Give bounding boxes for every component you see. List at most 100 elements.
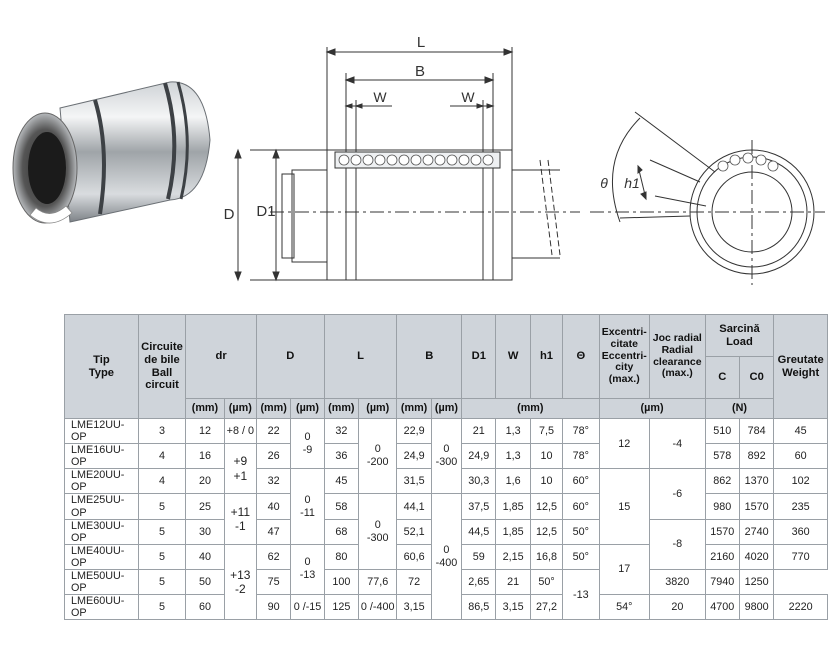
- cell-weight: 45: [773, 417, 828, 445]
- header-d1: D1: [461, 314, 497, 399]
- cell-type: LME12UU-OP: [64, 417, 139, 445]
- table-row: LME60UU-OP 5 60 90 0 /-15 125 0 /-400 3,…: [64, 594, 828, 621]
- cell-b-tol: 0 -400: [430, 493, 463, 621]
- cell-ball-circuit: 4: [137, 443, 187, 470]
- cell-load-c: 1570: [704, 518, 740, 545]
- cell-dr-tol: +8 / 0: [223, 417, 257, 445]
- technical-drawing: L B W W: [12, 34, 825, 285]
- cell-weight: 1250: [738, 568, 775, 596]
- ball-row: [338, 154, 494, 166]
- cell-dr: 20: [185, 468, 225, 495]
- cell-l: 58: [323, 493, 360, 520]
- cell-b: 31,5: [396, 468, 432, 495]
- cell-l-tol: 0 -300: [358, 493, 398, 570]
- header-w: W: [495, 314, 531, 399]
- cell-w: 2,15: [495, 543, 531, 570]
- cell-b: 44,1: [396, 493, 432, 520]
- cell-load-c: 2160: [704, 543, 740, 570]
- cell-dr: 40: [185, 543, 225, 570]
- cell-d1: 21: [461, 417, 497, 445]
- cell-ball-circuit: 5: [137, 543, 187, 570]
- cell-dr: 50: [185, 568, 225, 596]
- header-load-subcols: C C0: [706, 357, 774, 398]
- unit-dr-um: (µm): [223, 398, 257, 419]
- cell-weight: 102: [773, 468, 828, 495]
- cell-eccentricity: 12: [598, 417, 651, 470]
- header-theta: Θ: [562, 314, 600, 399]
- cell-load-c: 4700: [704, 594, 740, 621]
- header-h1: h1: [529, 314, 564, 399]
- cell-theta: 60°: [562, 468, 600, 495]
- cell-load-c: 3820: [649, 568, 706, 596]
- unit-d-mm: (mm): [255, 398, 292, 419]
- product-figure-area: L B W W: [0, 0, 833, 310]
- table-row: LME40UU-OP 5 40 +13 -2 62 0 -13 80 60,6 …: [64, 543, 828, 621]
- dimension-l: [325, 47, 514, 150]
- label-b: B: [415, 63, 425, 80]
- spec-table: Tip Type Circuite de bile Ball circuit d…: [64, 314, 828, 621]
- cell-h1: 16,8: [529, 543, 564, 570]
- cell-h1: 10: [529, 468, 564, 495]
- cell-weight: 235: [773, 493, 828, 520]
- spec-table-wrap: Tip Type Circuite de bile Ball circuit d…: [64, 314, 828, 621]
- cell-ball-circuit: 4: [137, 468, 187, 495]
- cell-type: LME40UU-OP: [64, 543, 139, 570]
- cell-eccentricity: 17: [598, 543, 651, 596]
- end-view: [590, 111, 825, 285]
- unit-load: (N): [704, 398, 775, 419]
- unit-b-mm: (mm): [396, 398, 432, 419]
- cell-theta: 60°: [562, 493, 600, 520]
- cell-d: 26: [255, 443, 292, 470]
- cell-type: LME30UU-OP: [64, 518, 139, 545]
- cell-b-tol: 0 -300: [430, 417, 463, 495]
- cell-weight: 2220: [773, 594, 828, 621]
- dimension-b: [344, 73, 495, 150]
- cell-eccentricity: 15: [598, 468, 651, 545]
- cell-radial-clearance: -13: [562, 568, 600, 621]
- cell-h1: 7,5: [529, 417, 564, 445]
- cell-weight: 60: [773, 443, 828, 470]
- cell-d: 62: [255, 543, 292, 570]
- cell-d1: 59: [461, 543, 497, 570]
- cell-d-tol: 0 -9: [290, 417, 325, 470]
- header-l: L: [323, 314, 398, 399]
- label-w-left: W: [373, 89, 387, 105]
- cell-w: 1,3: [495, 443, 531, 470]
- cell-weight: 360: [773, 518, 828, 545]
- header-b: B: [396, 314, 463, 399]
- header-d: D: [255, 314, 325, 399]
- cell-theta: 50°: [529, 568, 564, 596]
- header-type: Tip Type: [64, 314, 139, 419]
- table-row: LME12UU-OP 3 12 +8 / 0 22 0 -9 32 0 -200…: [64, 417, 828, 495]
- cell-eccentricity: 20: [649, 594, 706, 621]
- cell-dr: 12: [185, 417, 225, 445]
- label-d: D: [224, 206, 235, 223]
- cell-dr-tol: +9 +1: [223, 443, 257, 495]
- cell-type: LME16UU-OP: [64, 443, 139, 470]
- cell-load-c0: 1570: [738, 493, 775, 520]
- cell-l: 36: [323, 443, 360, 470]
- cell-d-tol: 0 -13: [290, 543, 325, 596]
- cell-w: 2,65: [461, 568, 497, 596]
- cell-theta: 54°: [598, 594, 651, 621]
- header-load-title: Sarcină Load: [705, 315, 774, 357]
- cell-d1: 86,5: [461, 594, 497, 621]
- cell-load-c0: 4020: [738, 543, 775, 570]
- dimension-w: [344, 100, 495, 150]
- cell-w: 3,15: [495, 594, 531, 621]
- cell-theta: 50°: [562, 543, 600, 570]
- header-eccentricity: Excentri- citate Eccentri- city (max.): [598, 314, 651, 399]
- header-weight: Greutate Weight: [773, 314, 828, 419]
- table-row: LME16UU-OP 4 16 +9 +1 26 36 24,9 24,9 1,…: [64, 443, 828, 495]
- header-dr: dr: [185, 314, 257, 399]
- cell-theta: 78°: [562, 417, 600, 445]
- cell-d: 40: [255, 493, 292, 520]
- unit-ecc-clear: (µm): [598, 398, 706, 419]
- cell-ball-circuit: 5: [137, 568, 187, 596]
- cell-ball-circuit: 5: [137, 594, 187, 621]
- cell-d-tol: 0 -11: [290, 468, 325, 545]
- unit-d1-w-h1: (mm): [461, 398, 600, 419]
- cell-l: 80: [323, 543, 360, 570]
- cell-dr-tol: +13 -2: [223, 543, 257, 621]
- cell-radial-clearance: -6: [649, 468, 706, 520]
